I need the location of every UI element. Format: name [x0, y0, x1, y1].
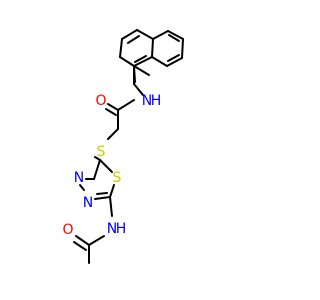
- bond: [109, 196, 113, 217]
- bond: [119, 56, 135, 67]
- atom-sulfur-ring: S: [113, 170, 122, 186]
- atom-sulfur-thioether: S: [97, 144, 106, 160]
- bonds: [73, 29, 184, 264]
- atom-labels: O N H S S N N N H O: [62, 93, 161, 238]
- bond: [152, 30, 169, 40]
- bond: [79, 184, 85, 191]
- bond: [133, 56, 153, 67]
- bond: [181, 38, 184, 59]
- atom-nitrogen-naphthyl: N: [142, 93, 152, 109]
- bond: [167, 30, 184, 40]
- bond: [166, 57, 183, 67]
- bond: [94, 196, 111, 200]
- bond: [134, 55, 147, 63]
- atom-nitrogen-ring-lower: N: [83, 195, 93, 211]
- bond: [167, 54, 180, 62]
- bond: [168, 34, 180, 42]
- bond: [127, 35, 140, 44]
- bond: [75, 235, 90, 246]
- bond: [73, 241, 87, 251]
- bond: [121, 29, 138, 40]
- bond: [151, 56, 168, 67]
- bond: [151, 38, 154, 58]
- atom-nitrogen-acetamido: N: [107, 221, 117, 237]
- bond: [133, 65, 150, 76]
- bond: [88, 235, 105, 246]
- bond: [99, 159, 113, 173]
- bond: [96, 192, 108, 195]
- molecule-structure-diagram: O N H S S N N N H O: [62, 29, 184, 264]
- atom-oxygen-amide-upper: O: [95, 93, 106, 109]
- bond: [133, 83, 144, 96]
- bond: [107, 103, 119, 111]
- bond: [107, 128, 119, 140]
- bond: [119, 38, 123, 58]
- atom-oxygen-amide-lower: O: [62, 222, 73, 238]
- atom-nitrogen-ring-upper: N: [74, 170, 84, 186]
- bond: [105, 108, 117, 116]
- bond: [109, 184, 115, 198]
- bond: [117, 99, 135, 111]
- atom-hydrogen-naphthyl: H: [151, 93, 162, 109]
- bond: [93, 159, 101, 180]
- bond: [136, 29, 154, 40]
- atom-hydrogen-acetamido: H: [116, 221, 127, 237]
